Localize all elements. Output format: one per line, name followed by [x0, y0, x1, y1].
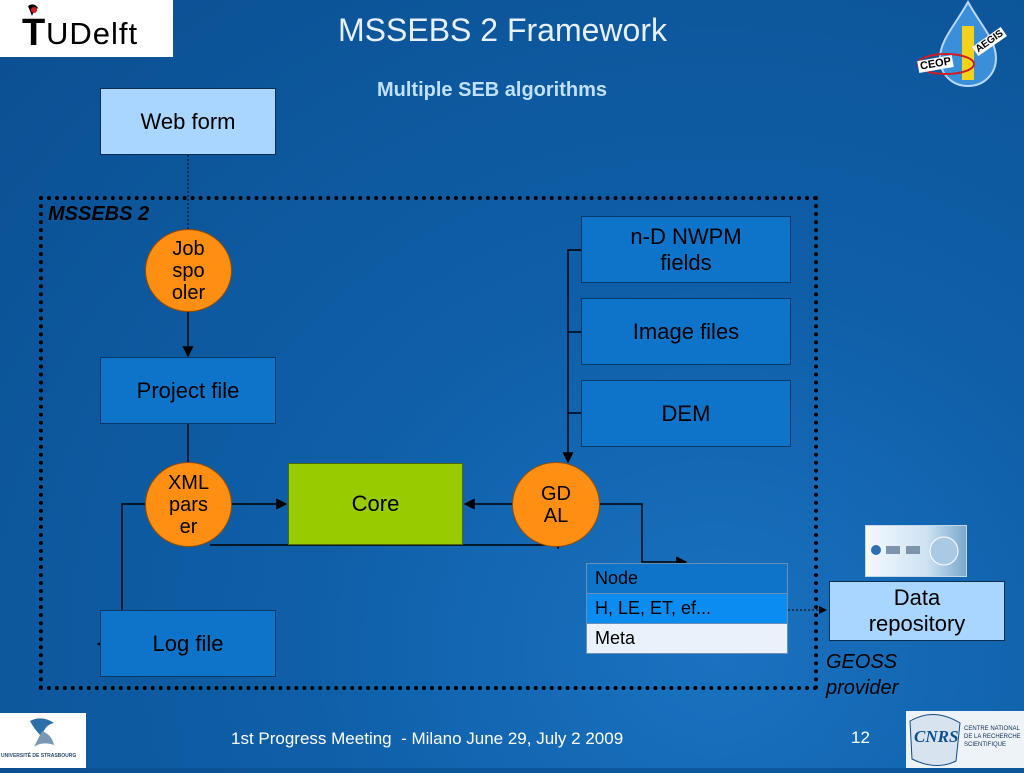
xml-parser-label: XML parser — [167, 471, 210, 538]
table-row: Node — [586, 563, 788, 594]
tudelft-logo: T UDelft — [0, 0, 173, 57]
ceop-aegis-logo: CEOP AEGIS — [912, 0, 1024, 90]
strasbourg-emblem — [30, 718, 54, 747]
page-number: 12 — [851, 728, 870, 747]
cnrs-text: CNRS — [914, 727, 959, 746]
table-row: H, LE, ET, ef... — [586, 593, 788, 624]
tudelft-t: T — [22, 12, 46, 54]
strasbourg-text: UNIVERSITÉ DE STRASBOURG — [1, 753, 77, 759]
nwpm-fields-box: n-D NWPM fields — [581, 216, 791, 283]
footer-text: 1st Progress Meeting - Milano June 29, J… — [231, 729, 624, 748]
project-file-box: Project file — [100, 357, 276, 424]
cnrs-logo: CNRS CENTRE NATIONAL DE LA RECHERCHE SCI… — [906, 711, 1024, 768]
gdal-to-table-arrow — [600, 503, 688, 568]
log-file-box: Log file — [100, 610, 276, 677]
geo-portal-icon — [871, 536, 959, 566]
image-files-box: Image files — [581, 298, 791, 365]
mssebs-region — [39, 196, 818, 690]
web-form-box: Web form — [100, 88, 276, 155]
gdal-label: GDAL — [541, 482, 571, 527]
data-repository-box: Data repository — [829, 581, 1005, 641]
slide-title: MSSEBS 2 Framework — [338, 12, 667, 48]
tudelft-logo-graphic — [28, 4, 38, 17]
job-spooler-label: Job spooler — [171, 237, 206, 304]
tudelft-text: UDelft — [46, 16, 139, 51]
strasbourg-logo: UNIVERSITÉ DE STRASBOURG — [0, 713, 86, 768]
cnrs-emblem — [909, 714, 961, 766]
table-cell-node: Node — [586, 563, 788, 594]
table-row: Meta — [586, 623, 788, 654]
table-cell-meta: Meta — [586, 623, 788, 654]
region-label: MSSEBS 2 — [48, 203, 150, 225]
geoss-provider-label: GEOSS provider — [826, 651, 899, 699]
geo-portal-thumbnail — [865, 525, 967, 577]
core-box: Core — [288, 463, 463, 545]
slide-subtitle: Multiple SEB algorithms — [377, 79, 608, 101]
dem-box: DEM — [581, 380, 791, 447]
gdal-circle: GDAL — [512, 462, 600, 547]
table-cell-variables: H, LE, ET, ef... — [586, 593, 788, 624]
job-spooler-circle: Job spooler — [145, 229, 232, 312]
xml-parser-circle: XML parser — [145, 462, 232, 547]
inputs-to-gdal-arrow — [562, 249, 581, 464]
output-table: Node H, LE, ET, ef... Meta — [586, 563, 788, 654]
cnrs-caption: CENTRE NATIONAL DE LA RECHERCHE SCIENTIF… — [964, 726, 1021, 748]
parser-to-gdal-line — [210, 538, 564, 550]
